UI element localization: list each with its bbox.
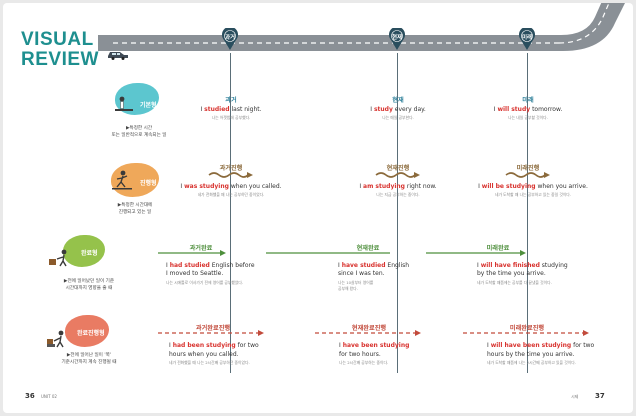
sentence-past-perfect-progressive-1: I had been studying for two xyxy=(169,342,259,349)
row-tag-perfect-progressive: 완료진행형 xyxy=(77,330,105,337)
blob-perfect-progressive xyxy=(65,315,109,347)
translation-future-progressive: 네가 도착할 때 나는 공부하고 있는 중일 것이다. xyxy=(494,192,572,197)
translation-past-simple: 나는 어젯밤에 공부했다. xyxy=(211,115,251,120)
translation-present-perfect-progressive: 나는 2시간째 공부하는 중이다. xyxy=(339,360,389,365)
sentence-future-perfect-2: by the time you arrive. xyxy=(477,270,546,277)
pin-label-future: 미래 xyxy=(521,35,533,41)
dashed-arrow-future xyxy=(463,330,589,336)
sentence-past-simple: I studied last night. xyxy=(200,106,262,113)
row-tag-progressive: 진행형 xyxy=(140,180,157,187)
person-icon xyxy=(115,96,133,111)
road-graphic xyxy=(98,3,625,51)
timeline-arrow-perfect xyxy=(158,250,526,256)
heading-past-simple: 과거 xyxy=(225,97,237,104)
unit-label-left: UNIT 02 xyxy=(41,394,57,399)
map-pin-icon xyxy=(222,28,238,50)
page-number-right: 37 xyxy=(595,392,605,400)
translation-past-progressive: 네가 전화했을 때 나는 공부하던 중이었다. xyxy=(197,192,265,197)
wave-arrow-icon xyxy=(375,172,420,178)
heading-future-perfect: 미래완료 xyxy=(486,245,510,252)
translation-present-perfect-1: 나는 10살부터 영어를 xyxy=(338,280,374,285)
translation-future-perfect-progressive: 네가 도착할 때쯤에 나는 2시간째 공부하고 있을 것이다. xyxy=(487,360,576,365)
row-desc-simple-2: 또는 일반적으로 계속되는 일 xyxy=(111,133,167,138)
wave-arrow-icon xyxy=(208,172,253,178)
heading-past-progressive: 과거진행 xyxy=(219,165,243,172)
translation-present-simple: 나는 매일 공부한다. xyxy=(382,115,414,120)
blob-progressive xyxy=(111,163,159,197)
timeline-present xyxy=(397,53,399,373)
sentence-past-perfect-progressive-2: hours when you called. xyxy=(169,351,239,358)
timeline-past xyxy=(230,53,232,373)
timeline-future xyxy=(527,53,529,373)
row-desc-progressive-2: 진행되고 있는 일 xyxy=(118,210,152,215)
sentence-present-perfect-1: I have studied English xyxy=(338,262,410,269)
sentence-past-perfect-2: I moved to Seattle. xyxy=(166,270,224,277)
page-number-left: 36 xyxy=(25,392,35,400)
dashed-arrow-past xyxy=(158,330,264,336)
row-tag-simple: 기본형 xyxy=(140,102,157,109)
review-page: VISUAL REVIEW 과거 현재 미래 기본형 ▶특정한 시간 또는 일반… xyxy=(3,3,633,413)
heading-present-simple: 현재 xyxy=(392,97,404,104)
translation-future-simple: 나는 내일 공부할 것이다. xyxy=(508,115,548,120)
translation-future-perfect: 네가 도착할 때쯤에는 공부를 다 끝냈을 것이다. xyxy=(477,280,552,285)
sentence-future-perfect-progressive-2: hours by the time you arrive. xyxy=(487,351,575,358)
heading-past-perfect-progressive: 과거완료진행 xyxy=(195,325,231,332)
car-icon xyxy=(108,52,128,60)
map-pin-icon xyxy=(389,28,405,50)
pin-label-present: 현재 xyxy=(391,35,403,41)
translation-past-perfect-progressive: 네가 전화했을 때 나는 2시간째 공부하던 중이었다. xyxy=(169,360,250,365)
row-desc-simple-1: ▶특정한 시간 xyxy=(125,126,153,131)
row-desc-perfect-1: ▶전에 일어났던 일이 기준 xyxy=(63,279,115,284)
sentence-present-progressive: I am studying right now. xyxy=(359,183,437,190)
sentence-future-perfect-progressive-1: I will have been studying for two xyxy=(487,342,595,349)
heading-future-simple: 미래 xyxy=(522,97,534,104)
sentence-future-progressive: I will be studying when you arrive. xyxy=(478,183,588,190)
person-cart-icon xyxy=(47,330,64,348)
pin-label-past: 과거 xyxy=(224,35,236,41)
wave-arrow-icon xyxy=(505,172,550,178)
sentence-present-perfect-progressive-1: I have been studying xyxy=(339,342,410,349)
heading-future-progressive: 미래진행 xyxy=(516,165,540,172)
sentence-past-perfect-1: I had studied English before xyxy=(166,262,255,269)
translation-present-perfect-2: 공부해 왔다. xyxy=(338,286,358,291)
row-desc-perfect-progressive-2: 기준시간까지 계속 진행될 때 xyxy=(61,360,117,365)
sentence-present-simple: I study every day. xyxy=(370,106,426,113)
heading-present-progressive: 현재진행 xyxy=(386,165,410,172)
sentence-past-progressive: I was studying when you called. xyxy=(180,183,282,190)
heading-future-perfect-progressive: 미래완료진행 xyxy=(509,325,545,332)
title-line2: REVIEW xyxy=(21,49,99,70)
translation-present-progressive: 나는 지금 공부하는 중이다. xyxy=(376,192,420,197)
heading-present-perfect-progressive: 현재완료진행 xyxy=(351,325,387,332)
translation-past-perfect: 나는 시애틀로 이사가기 전에 영어를 공부했었다. xyxy=(166,280,244,285)
row-desc-progressive-1: ▶특정한 시간대에 xyxy=(117,203,153,208)
sentence-present-perfect-2: since I was ten. xyxy=(338,270,385,277)
sentence-present-perfect-progressive-2: for two hours. xyxy=(339,351,381,358)
map-pin-icon xyxy=(519,28,535,50)
heading-past-perfect: 과거완료 xyxy=(189,245,213,252)
sentence-future-perfect-1: I will have finished studying xyxy=(477,262,568,269)
row-tag-perfect: 완료형 xyxy=(81,250,98,257)
person-box-icon xyxy=(49,249,67,267)
row-desc-perfect-2: 시간대까지 영향을 줄 때 xyxy=(65,286,113,291)
unit-label-right: 시제 xyxy=(571,394,579,399)
row-desc-perfect-progressive-1: ▶전에 일어난 일이 '쭉' xyxy=(66,353,112,358)
heading-present-perfect: 현재완료 xyxy=(356,245,380,252)
blob-perfect xyxy=(63,235,105,267)
running-person-icon xyxy=(112,170,132,190)
dashed-arrow-present xyxy=(315,330,421,336)
sentence-future-simple: I will study tomorrow. xyxy=(493,106,563,113)
title-line1: VISUAL xyxy=(21,29,94,50)
